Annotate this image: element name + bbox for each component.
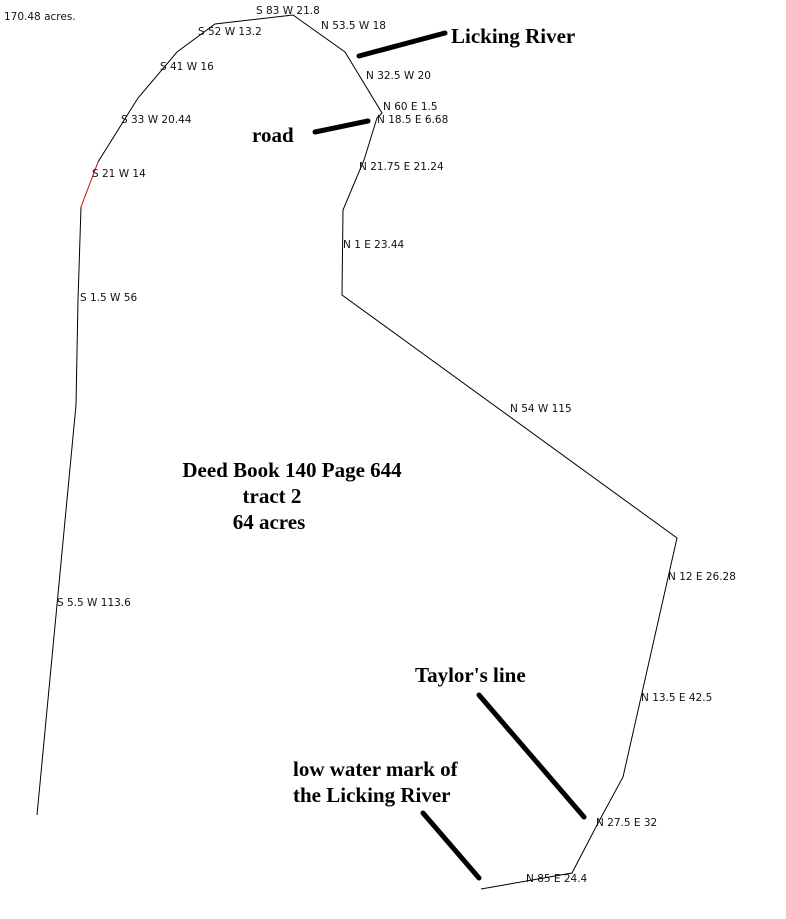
pointer-taylors-line bbox=[476, 692, 587, 820]
call-label: N 60 E 1.5 bbox=[383, 101, 438, 113]
call-label: N 27.5 E 32 bbox=[596, 817, 657, 829]
pointer-low-water bbox=[420, 810, 482, 881]
deed-title: Deed Book 140 Page 644 bbox=[182, 458, 402, 482]
call-label: N 12 E 26.28 bbox=[668, 571, 736, 583]
label-licking-river: Licking River bbox=[451, 24, 575, 48]
pointer-road bbox=[312, 118, 371, 135]
label-road: road bbox=[252, 123, 294, 147]
pointer-licking-river bbox=[356, 30, 448, 59]
call-label: N 13.5 E 42.5 bbox=[641, 692, 712, 704]
label-taylors-line: Taylor's line bbox=[415, 663, 526, 687]
deed-tract: tract 2 bbox=[243, 484, 302, 508]
call-label: N 21.75 E 21.24 bbox=[359, 161, 444, 173]
call-label: N 54 W 115 bbox=[510, 403, 572, 415]
boundary-segment-highlighted bbox=[80, 161, 99, 208]
call-label: N 53.5 W 18 bbox=[321, 20, 386, 32]
call-label: S 33 W 20.44 bbox=[121, 114, 192, 126]
deed-acreage: 64 acres bbox=[233, 510, 306, 534]
boundary-line bbox=[97, 14, 678, 890]
call-label: S 1.5 W 56 bbox=[80, 292, 137, 304]
call-label: N 32.5 W 20 bbox=[366, 70, 431, 82]
call-label: S 41 W 16 bbox=[160, 61, 214, 73]
call-label: N 1 E 23.44 bbox=[343, 239, 405, 251]
call-label: S 83 W 21.8 bbox=[256, 5, 320, 17]
call-label: S 52 W 13.2 bbox=[198, 26, 262, 38]
call-label: N 85 E 24.4 bbox=[526, 873, 588, 885]
total-acres: 170.48 acres. bbox=[4, 11, 76, 23]
boundary-line bbox=[36, 206, 82, 816]
call-label: N 18.5 E 6.68 bbox=[377, 114, 448, 126]
label-low-water-line1: low water mark of bbox=[293, 757, 459, 781]
label-low-water-line2: the Licking River bbox=[293, 783, 451, 807]
call-label: S 5.5 W 113.6 bbox=[57, 597, 131, 609]
call-label: S 21 W 14 bbox=[92, 168, 146, 180]
